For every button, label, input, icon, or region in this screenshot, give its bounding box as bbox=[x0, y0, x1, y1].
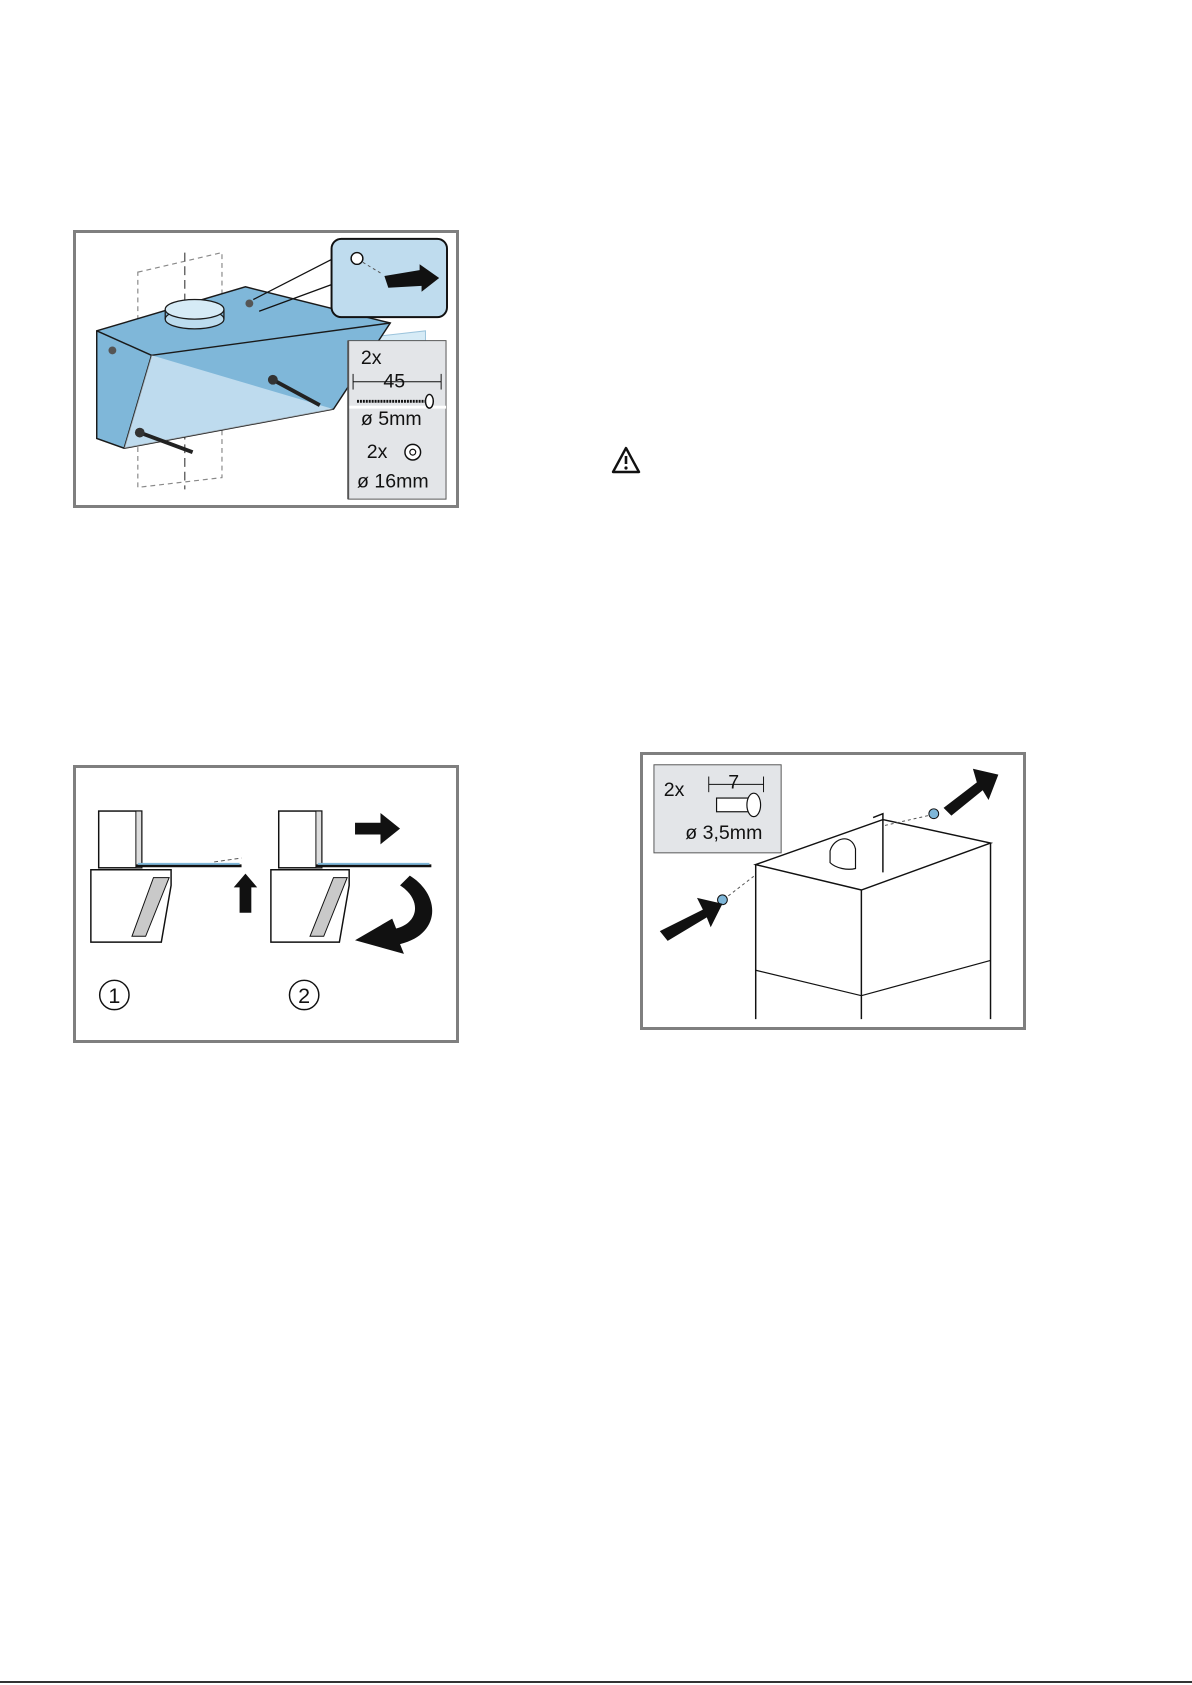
step-1-label: 1 bbox=[108, 984, 120, 1008]
figure-hood-mounting: 2x 45 ø 5mm 2x ø 16mm bbox=[73, 230, 459, 508]
screw-count-label: 2x bbox=[361, 347, 382, 369]
hood-mounting-illustration: 2x 45 ø 5mm 2x ø 16mm bbox=[76, 233, 456, 505]
screw-diameter-label: ø 5mm bbox=[361, 408, 422, 430]
washer-count-label: 2x bbox=[367, 441, 388, 463]
page-bottom-rule bbox=[0, 1681, 1192, 1683]
figure-glass-panel-steps: 1 2 bbox=[73, 765, 459, 1043]
warning-icon bbox=[611, 446, 641, 474]
glass-panel-illustration: 1 2 bbox=[76, 768, 456, 1040]
step-2-label: 2 bbox=[298, 984, 310, 1008]
washer-diameter-label: ø 16mm bbox=[357, 470, 429, 492]
screw-length-label: 7 bbox=[728, 771, 739, 793]
figure-chimney-screws: 2x 7 ø 3,5mm bbox=[640, 752, 1026, 1030]
screw-count-label: 2x bbox=[664, 779, 685, 801]
screw-diameter-label: ø 3,5mm bbox=[685, 822, 762, 844]
chimney-illustration: 2x 7 ø 3,5mm bbox=[643, 755, 1023, 1027]
screw-length-label: 45 bbox=[383, 371, 405, 393]
